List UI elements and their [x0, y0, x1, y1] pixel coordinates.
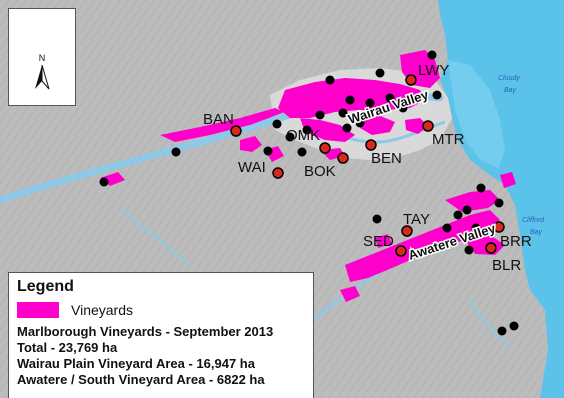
- water-label-cloudy: Cloudy: [498, 75, 520, 82]
- site-marker[interactable]: [325, 75, 335, 85]
- vineyards-awatere: [340, 172, 516, 302]
- legend-item-label: Vineyards: [71, 302, 134, 318]
- site-marker[interactable]: [432, 90, 442, 100]
- legend-title: Legend: [17, 278, 74, 295]
- key-site-marker-ban[interactable]: [230, 125, 242, 137]
- north-arrow-icon: N: [35, 53, 50, 90]
- site-marker[interactable]: [476, 183, 486, 193]
- site-marker[interactable]: [263, 146, 273, 156]
- legend-item-vineyards: Vineyards: [17, 302, 307, 318]
- key-site-marker-bok[interactable]: [337, 152, 349, 164]
- site-marker[interactable]: [342, 123, 352, 133]
- site-marker[interactable]: [494, 198, 504, 208]
- site-marker[interactable]: [385, 93, 395, 103]
- water-label-clifford: Clifford: [522, 217, 545, 224]
- site-marker[interactable]: [497, 326, 507, 336]
- water-label-clifford-bay: Bay: [530, 229, 543, 236]
- site-label: OMK: [286, 127, 320, 144]
- legend: Legend Vineyards Marlborough Vineyards -…: [8, 272, 314, 398]
- site-markers: [99, 50, 519, 336]
- legend-awatere-area: Awatere / South Vineyard Area - 6822 ha: [17, 372, 265, 387]
- key-site-marker-ben[interactable]: [365, 139, 377, 151]
- site-marker[interactable]: [462, 205, 472, 215]
- site-marker[interactable]: [427, 50, 437, 60]
- key-site-marker-mtr[interactable]: [422, 120, 434, 132]
- minor-river: [469, 299, 511, 346]
- site-label: TAY: [403, 211, 430, 228]
- key-site-marker-lwy[interactable]: [405, 74, 417, 86]
- site-marker[interactable]: [372, 214, 382, 224]
- sea-shallows: [448, 60, 505, 168]
- site-marker[interactable]: [272, 119, 282, 129]
- site-label: SED: [363, 233, 394, 250]
- site-label: BLR: [492, 257, 521, 274]
- site-marker[interactable]: [509, 321, 519, 331]
- site-label: BAN: [203, 111, 234, 128]
- key-site-marker-tay[interactable]: [401, 225, 413, 237]
- site-marker[interactable]: [442, 223, 452, 233]
- site-marker[interactable]: [365, 98, 375, 108]
- site-label: BEN: [371, 150, 402, 167]
- legend-swatch: [17, 302, 59, 318]
- key-site-marker-brr[interactable]: [493, 221, 505, 233]
- site-marker[interactable]: [99, 177, 109, 187]
- site-marker[interactable]: [355, 118, 365, 128]
- site-label: MTR: [432, 131, 465, 148]
- site-marker[interactable]: [297, 147, 307, 157]
- site-marker[interactable]: [398, 103, 408, 113]
- site-marker[interactable]: [315, 110, 325, 120]
- site-marker[interactable]: [171, 147, 181, 157]
- site-marker[interactable]: [464, 245, 474, 255]
- water-label-cloudy-bay: Bay: [504, 87, 517, 94]
- site-marker[interactable]: [338, 108, 348, 118]
- key-site-marker-sed[interactable]: [395, 245, 407, 257]
- minor-river: [119, 209, 191, 266]
- site-label: LWY: [418, 62, 449, 79]
- site-marker[interactable]: [453, 210, 463, 220]
- site-label: BRR: [500, 233, 532, 250]
- key-site-marker-omk[interactable]: [319, 142, 331, 154]
- site-marker[interactable]: [285, 132, 295, 142]
- north-label: N: [39, 53, 46, 63]
- site-label: BOK: [304, 163, 336, 180]
- key-site-marker-wai[interactable]: [272, 167, 284, 179]
- site-label: WAI: [238, 159, 266, 176]
- legend-summary-title: Marlborough Vineyards - September 2013: [17, 324, 274, 339]
- site-marker[interactable]: [375, 68, 385, 78]
- site-marker[interactable]: [345, 95, 355, 105]
- north-arrow-box: N: [8, 8, 76, 106]
- key-site-markers: [230, 74, 505, 257]
- legend-total: Total - 23,769 ha: [17, 340, 118, 355]
- site-marker[interactable]: [302, 125, 312, 135]
- key-site-marker-blr[interactable]: [485, 242, 497, 254]
- legend-wairau-area: Wairau Plain Vineyard Area - 16,947 ha: [17, 356, 255, 371]
- site-marker[interactable]: [471, 223, 481, 233]
